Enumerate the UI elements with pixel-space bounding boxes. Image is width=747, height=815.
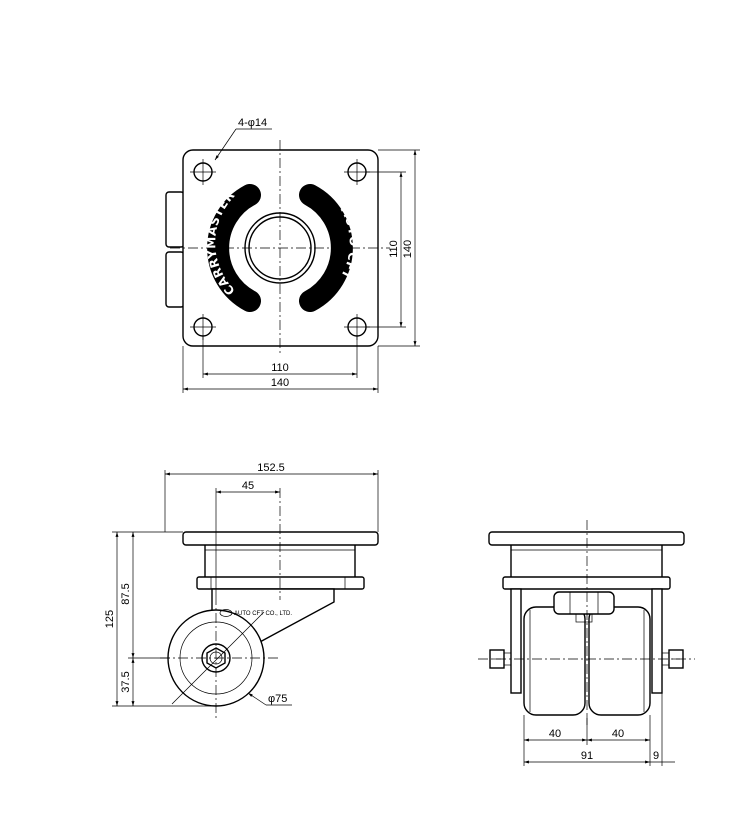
dim-total-height: 125 <box>104 610 116 628</box>
fork-leg-left <box>510 588 522 694</box>
dim-wheel-diameter: φ75 <box>268 693 287 705</box>
dim-height-outer: 140 <box>402 240 414 258</box>
dim-width-inner: 110 <box>271 362 289 374</box>
side-top-plate <box>182 531 379 546</box>
kingpin-nut <box>553 591 615 615</box>
side-view: AUTO CFT CO., LTD. φ75 152.5 45 125 87.5… <box>104 462 379 720</box>
front-view: 40 40 91 9 <box>478 520 695 766</box>
front-top-plate <box>488 531 685 546</box>
side-bracket-upper <box>165 191 185 248</box>
side-bracket-lower <box>165 251 185 308</box>
dim-lower-height: 37.5 <box>120 671 132 692</box>
center-bore-outer <box>244 212 316 284</box>
center-bore-inner <box>248 216 312 280</box>
fork-label: AUTO CFT CO., LTD. <box>234 611 292 617</box>
right-arc-band <box>299 184 353 312</box>
dim-offset: 45 <box>242 480 254 492</box>
dim-overall-width: 152.5 <box>257 462 285 474</box>
dim-total: 91 <box>581 750 593 762</box>
dim-wheel-left: 40 <box>549 728 561 740</box>
dim-wheel-right: 40 <box>612 728 624 740</box>
dim-extra: 9 <box>653 750 659 762</box>
hole-callout: 4-φ14 <box>238 117 267 129</box>
front-swivel-flange <box>502 576 671 590</box>
fork-leg-right <box>651 588 663 694</box>
wheel-right <box>588 606 651 716</box>
left-arc-band <box>207 184 261 312</box>
wheel-left <box>523 606 586 716</box>
dim-upper-height: 87.5 <box>120 583 132 604</box>
hole-callout-leader <box>214 128 237 161</box>
dim-width-outer: 140 <box>271 377 289 389</box>
top-view: CARRYMASTER AUTO CFT 4-φ14 110 140 110 1… <box>165 117 420 393</box>
dim-height-inner: 110 <box>388 240 400 258</box>
swivel-flange <box>196 576 365 590</box>
